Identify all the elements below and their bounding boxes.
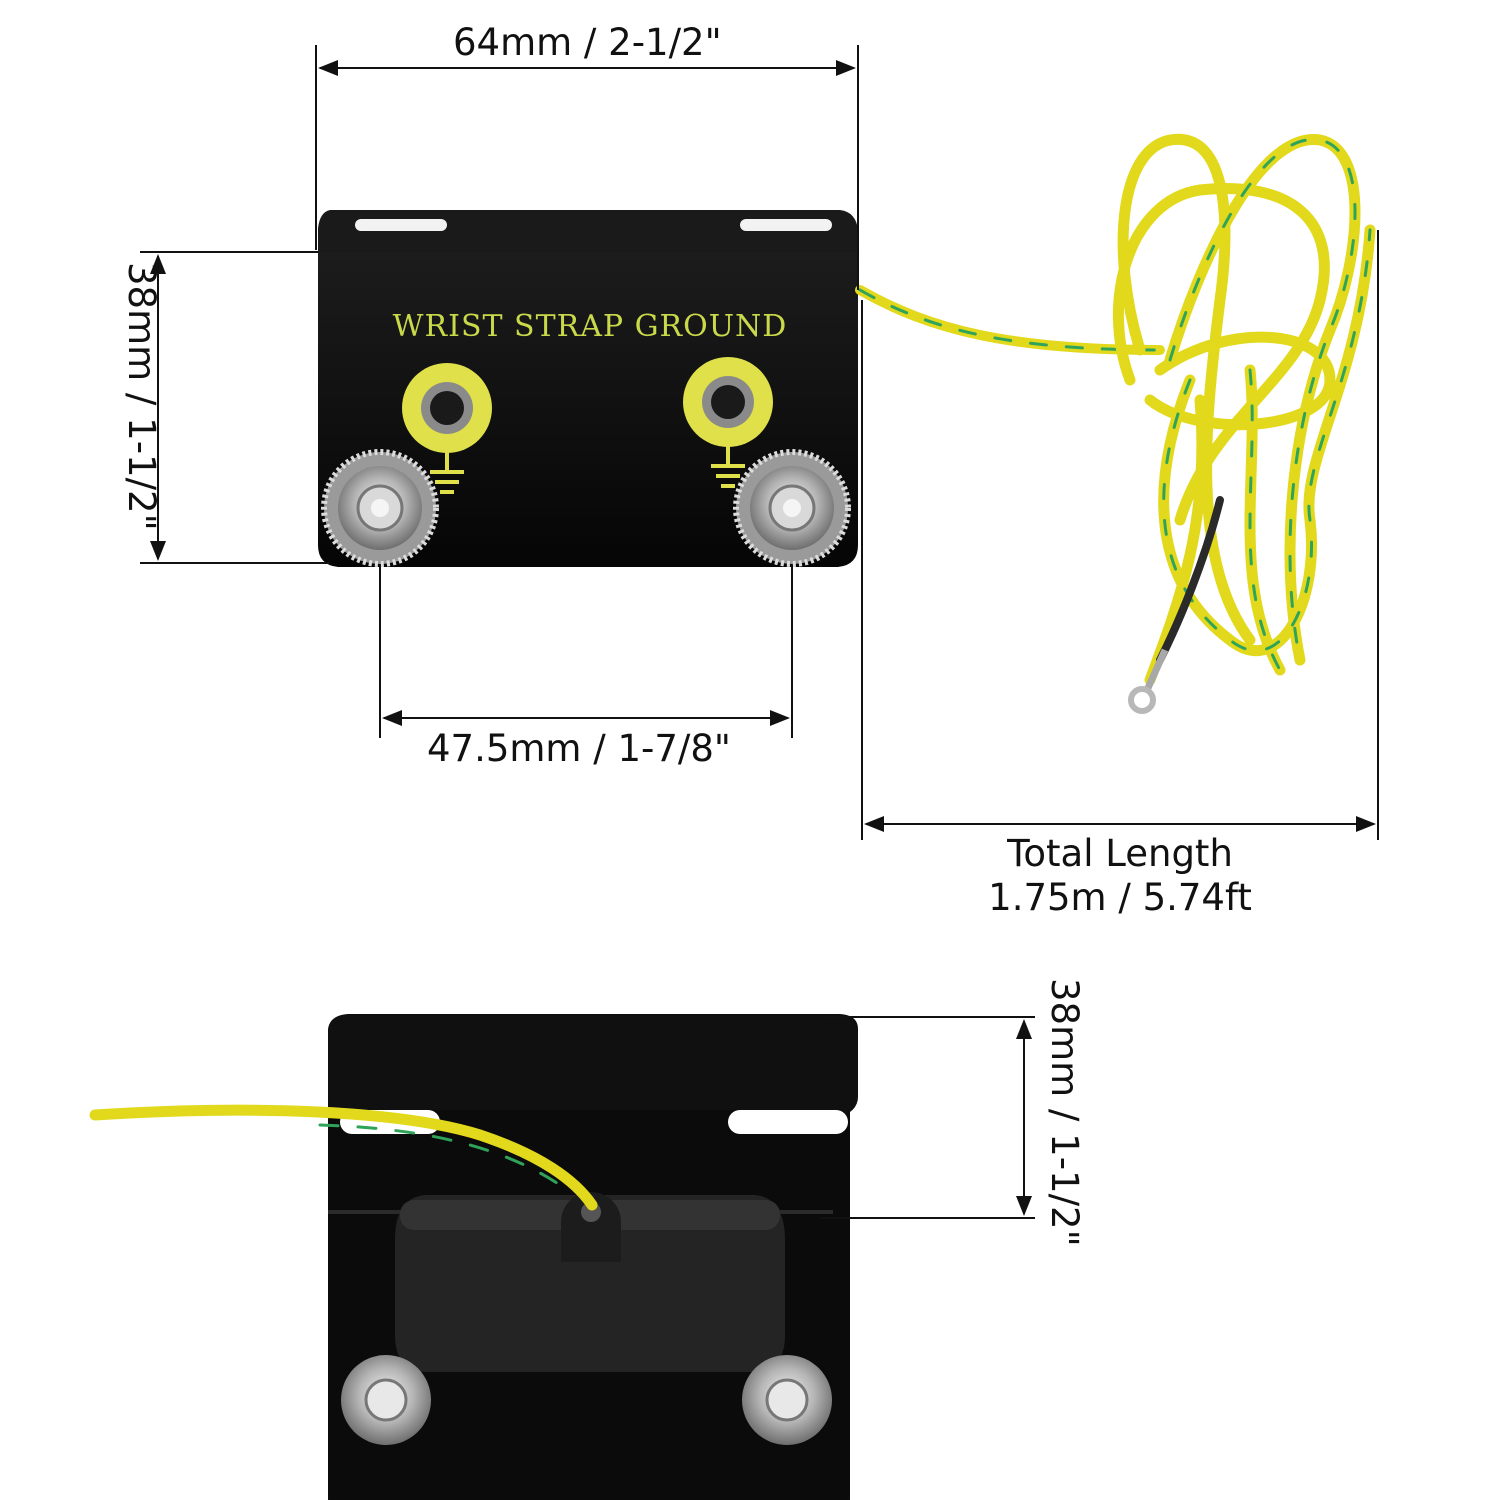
dimension-lines-bottom xyxy=(820,1016,1035,1219)
ring-terminal-icon xyxy=(1128,648,1169,714)
ground-symbol-icon xyxy=(711,446,745,488)
snap-stud-icon xyxy=(733,449,851,567)
banana-jack-right xyxy=(683,357,773,447)
ground-symbol-icon xyxy=(430,452,464,494)
total-length-dimension: Total Length 1.75m / 5.74ft xyxy=(980,832,1260,919)
snap-stud-icon xyxy=(321,449,439,567)
dimension-lines-top xyxy=(140,45,1379,840)
total-length-label: Total Length xyxy=(1007,832,1233,875)
front-height-dimension-label: 38mm / 1-1/2" xyxy=(120,262,163,531)
ground-cord xyxy=(855,133,1376,686)
total-length-value: 1.75m / 5.74ft xyxy=(988,875,1252,919)
snap-stud-icon xyxy=(341,1355,431,1445)
brand-label: WRIST STRAP GROUND xyxy=(393,309,788,344)
rear-view xyxy=(328,1014,858,1500)
rear-height-dimension-label: 38mm / 1-1/2" xyxy=(1043,978,1086,1247)
snap-spacing-dimension-label: 47.5mm / 1-7/8" xyxy=(427,727,731,770)
width-dimension-label: 64mm / 2-1/2" xyxy=(453,21,722,64)
rear-cord xyxy=(89,1104,598,1211)
snap-stud-icon xyxy=(742,1355,832,1445)
front-view: WRIST STRAP GROUND xyxy=(318,210,858,567)
banana-jack-left xyxy=(402,363,492,453)
